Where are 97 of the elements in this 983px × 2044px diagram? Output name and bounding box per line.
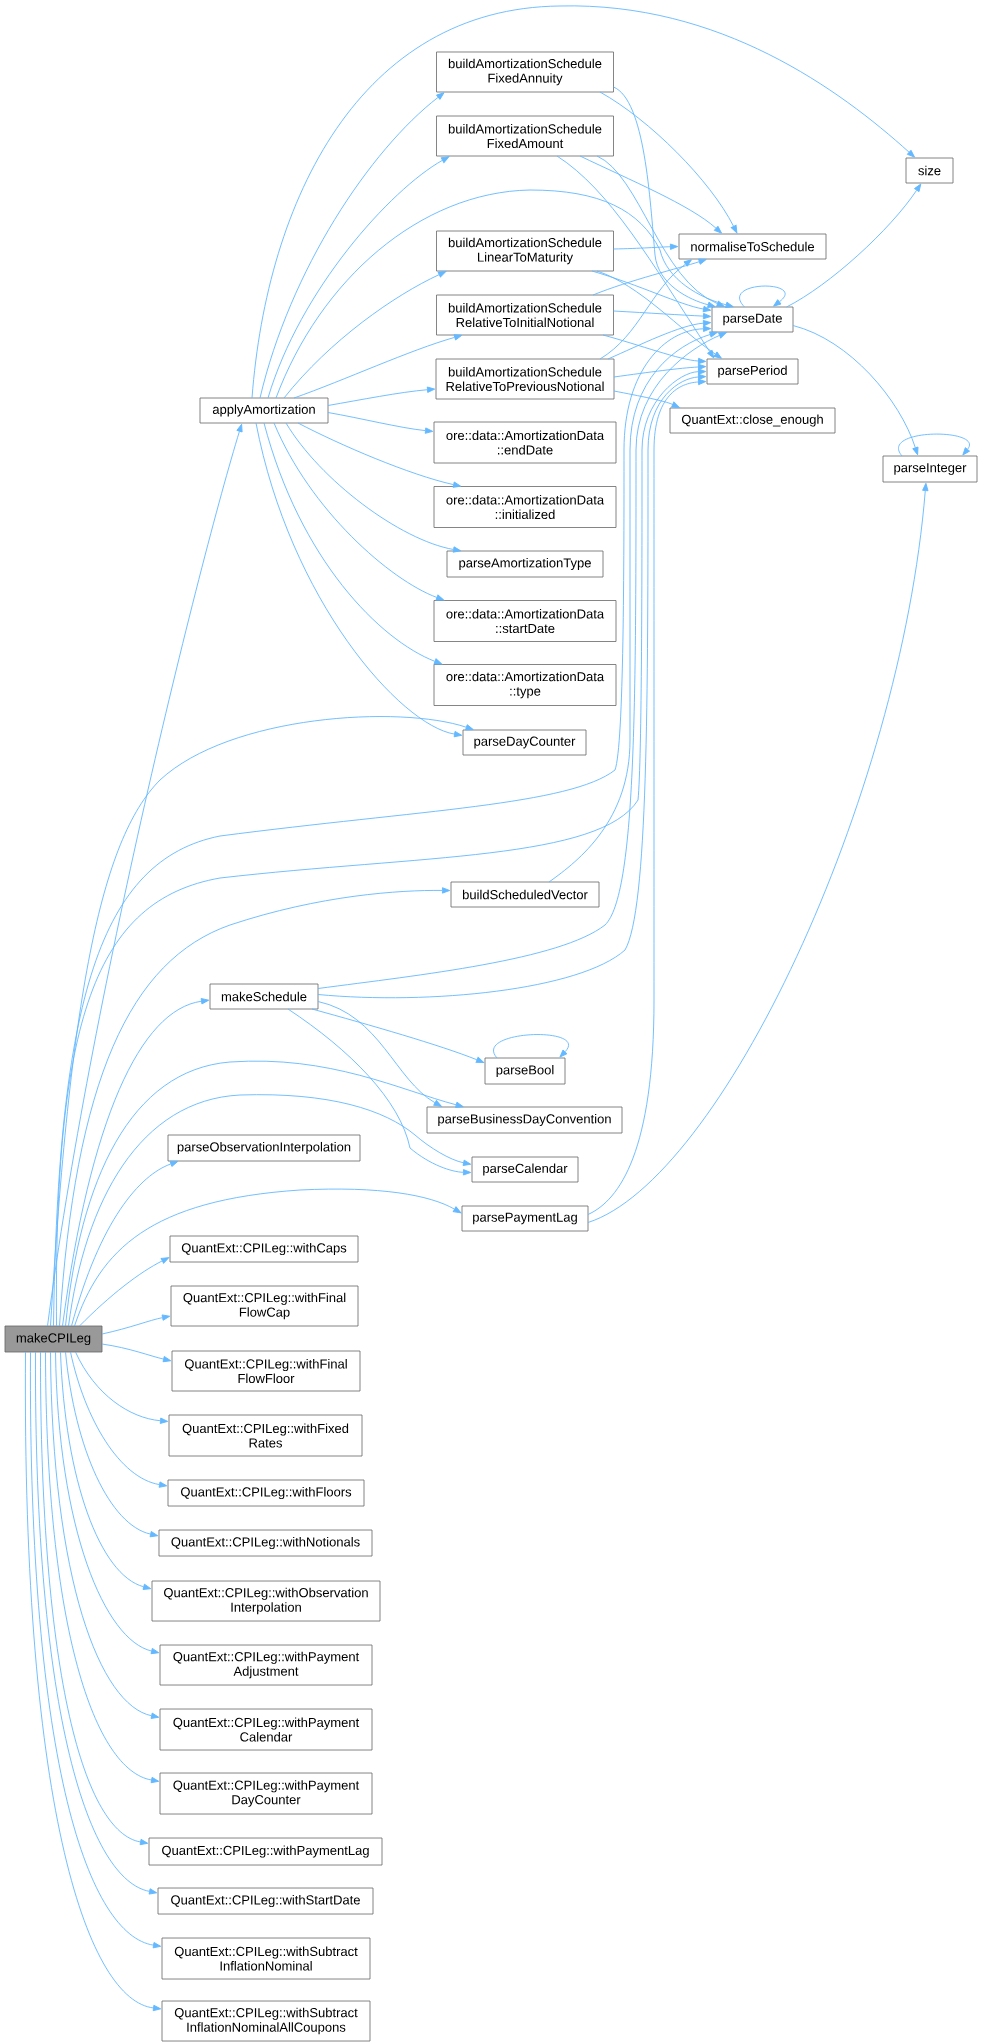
call-arrow [40, 1351, 149, 1846]
call-arrow [75, 1351, 169, 1424]
call-arrow [579, 155, 722, 234]
call-arrow [251, 5, 915, 399]
function-box: QuantExt::close_enough [669, 407, 836, 434]
call-arrow [327, 412, 434, 434]
call-arrow [47, 423, 243, 1327]
call-arrow [599, 259, 692, 360]
call-arrow [327, 386, 436, 406]
call-arrow [74, 1188, 462, 1327]
call-arrow [62, 998, 210, 1327]
call-arrow [786, 183, 922, 308]
call-arrow [297, 422, 462, 488]
call-arrow [285, 422, 462, 553]
call-arrow [55, 1351, 160, 1655]
call-arrow [50, 1351, 160, 1719]
call-arrow [548, 331, 718, 883]
call-arrow [283, 271, 447, 399]
call-arrow [613, 86, 716, 308]
call-arrow [259, 92, 445, 399]
call-arrow [311, 1008, 485, 1063]
function-box: QuantExt::CPILeg::withObservation Interpolation [151, 1580, 381, 1622]
function-box: QuantExt::CPILeg::withNotionals [158, 1529, 373, 1557]
function-box: QuantExt::CPILeg::withFixed Rates [168, 1414, 363, 1457]
function-box: parseDayCounter [462, 729, 587, 756]
function-box: QuantExt::CPILeg::withPayment Calendar [159, 1708, 373, 1751]
function-box: QuantExt::CPILeg::withSubtract InflationNominal [161, 1937, 371, 1980]
call-arrow [592, 258, 707, 296]
call-arrow [587, 482, 929, 1223]
highlighted-function-box: makeCPILeg [4, 1325, 103, 1353]
function-box: ore::data::AmortizationData ::type [433, 664, 617, 706]
self-loop-arrow [898, 433, 970, 457]
function-box: parseCalendar [471, 1156, 579, 1183]
function-box: parsePaymentLag [461, 1205, 589, 1232]
function-box: normaliseToSchedule [678, 233, 827, 260]
call-arrow [275, 189, 734, 399]
self-loop-arrow [739, 285, 786, 308]
function-box: QuantExt::CPILeg::withPaymentLag [148, 1837, 383, 1866]
call-arrow [293, 334, 463, 399]
call-arrow [556, 155, 715, 359]
function-box: parseInteger [882, 455, 978, 483]
function-box: parseObservationInterpolation [167, 1134, 361, 1162]
call-arrow [65, 1351, 159, 1538]
call-arrow [267, 156, 450, 399]
function-box: ore::data::AmortizationData ::startDate [433, 600, 617, 642]
function-box: buildAmortizationSchedule LinearToMaturity [436, 230, 614, 272]
call-arrow [35, 1351, 158, 1895]
self-loop-arrow [493, 1034, 569, 1059]
function-box: buildScheduledVector [450, 881, 600, 908]
function-box: parseAmortizationType [446, 550, 604, 578]
call-arrow [613, 243, 679, 250]
function-box: buildAmortizationSchedule FixedAnnuity [436, 51, 614, 93]
function-box: parseDate [711, 306, 794, 333]
function-box: ore::data::AmortizationData ::endDate [433, 421, 617, 464]
call-arrow [101, 1343, 172, 1363]
call-arrow [599, 91, 738, 234]
call-arrow [607, 320, 712, 360]
function-box: applyAmortization [199, 397, 329, 424]
function-box: QuantExt::CPILeg::withCaps [169, 1235, 359, 1263]
call-arrow [45, 1351, 160, 1784]
call-arrow [613, 390, 680, 408]
call-arrow [596, 270, 722, 359]
function-box: QuantExt::CPILeg::withPayment DayCounter [159, 1772, 373, 1815]
call-arrow [50, 716, 474, 1327]
call-arrow [317, 1001, 442, 1107]
call-arrow [792, 325, 919, 456]
function-box: buildAmortizationSchedule FixedAmount [436, 115, 614, 157]
function-box: makeSchedule [209, 983, 319, 1010]
call-arrow [255, 422, 463, 738]
call-arrow [60, 1351, 152, 1590]
function-box: buildAmortizationSchedule RelativeToInitialNotional [436, 294, 614, 336]
function-box: size [905, 157, 954, 184]
call-arrow [71, 1160, 179, 1327]
call-arrow [613, 310, 712, 320]
function-box: parseBusinessDayConvention [426, 1106, 623, 1134]
function-box: parseBool [484, 1057, 566, 1085]
call-arrow [591, 270, 712, 313]
call-arrow [273, 422, 445, 601]
call-arrow [613, 363, 707, 378]
function-box: buildAmortizationSchedule RelativeToPreviousNotional [435, 358, 615, 400]
call-arrow [587, 378, 707, 1215]
function-box: QuantExt::CPILeg::withFinal FlowFloor [171, 1350, 361, 1392]
call-arrow [59, 887, 451, 1327]
function-box: parsePeriod [706, 358, 799, 385]
function-box: QuantExt::CPILeg::withPayment Adjustment [159, 1644, 373, 1686]
function-box: QuantExt::CPILeg::withFloors [167, 1479, 365, 1507]
call-arrow [602, 334, 707, 365]
call-arrow [70, 1351, 168, 1488]
call-arrow [596, 155, 725, 307]
function-box: QuantExt::CPILeg::withStartDate [157, 1887, 374, 1915]
call-arrow [263, 422, 443, 665]
call-arrow [287, 1008, 472, 1176]
function-box: QuantExt::CPILeg::withFinal FlowCap [170, 1285, 359, 1327]
call-arrow [79, 1257, 170, 1327]
function-box: QuantExt::CPILeg::withSubtract InflationNominalAllCoupons [161, 2000, 371, 2042]
function-box: ore::data::AmortizationData ::initialized [433, 486, 617, 528]
call-arrow [101, 1314, 171, 1335]
